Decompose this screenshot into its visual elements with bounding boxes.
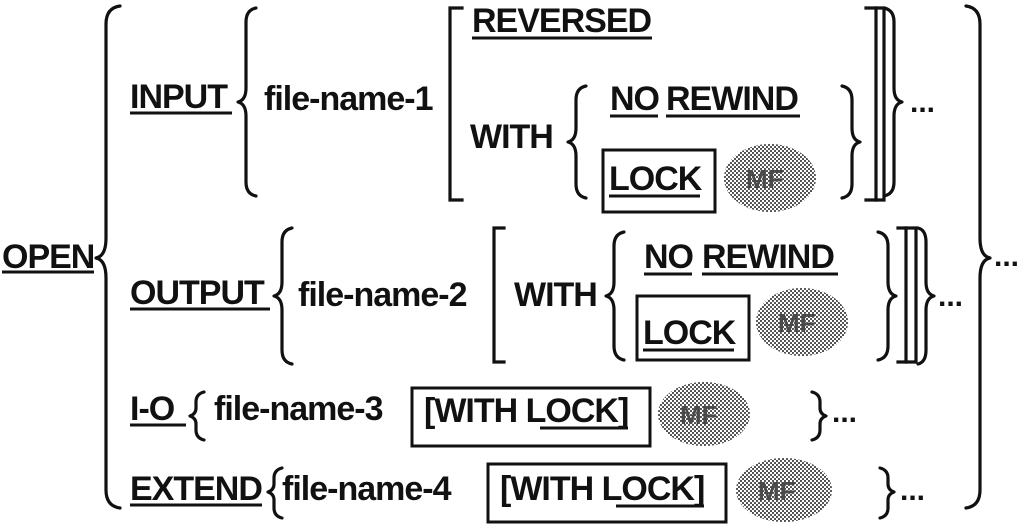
output-with-right-brace [876,230,898,362]
io-file-name: file-name-3 [214,390,383,428]
output-left-bracket [492,226,506,364]
extend-with-lock-clause: [WITH LOCK] [500,470,704,508]
output-right-bracket [896,226,908,364]
io-with-lock-close: ] [618,392,628,430]
output-lock-box [635,294,751,362]
output-right-bracket-outer [904,226,918,364]
input-with-right-brace [840,84,862,200]
input-left-bracket [448,6,464,202]
extend-mf-badge [736,458,832,522]
input-mf-label: MF [746,164,784,194]
output-file-name: file-name-2 [298,276,467,314]
output-with: WITH [514,276,597,314]
output-right-brace [916,226,936,366]
io-with-lock-box [410,386,652,448]
output-mf-badge [756,288,848,356]
output-mf-label: MF [778,308,816,338]
extend-keyword: EXTEND [130,470,262,508]
input-reversed: REVERSED [472,2,651,40]
input-lock-box [601,148,717,214]
input-file-name: file-name-1 [264,80,433,118]
extend-right-brace [878,466,896,520]
output-no: NO [644,238,694,276]
output-keyword: OUTPUT [130,274,265,312]
extend-with-lock-box [486,462,728,524]
io-left-brace [188,390,206,442]
outer-left-brace [94,4,122,510]
extend-with-lock-close: ] [694,470,704,508]
extend-left-brace [266,466,284,520]
output-left-brace [272,226,294,366]
output-lock: LOCK [643,314,737,352]
io-mf-label: MF [680,400,718,430]
io-mf-badge [658,382,750,446]
outer-right-brace [964,4,992,510]
input-lock: LOCK [609,160,703,198]
input-no: NO [610,80,660,118]
input-right-bracket-inner [864,6,878,202]
io-lock: LOCK [526,392,620,430]
extend-file-name: file-name-4 [282,470,452,508]
io-ellipsis: ... [832,396,857,429]
input-with: WITH [470,118,553,156]
io-with-lock-clause: [WITH LOCK] [424,392,628,430]
input-ellipsis: ... [910,86,935,119]
extend-with-lock-open: [WITH [500,470,602,508]
input-right-brace [882,6,904,198]
extend-lock: LOCK [602,470,696,508]
io-right-brace [810,390,828,442]
extend-ellipsis: ... [900,474,925,507]
open-keyword: OPEN [2,238,94,276]
extend-mf-label: MF [758,476,796,506]
input-keyword: INPUT [130,78,228,116]
io-with-lock-open: [WITH [424,392,526,430]
output-rewind: REWIND [702,238,834,276]
output-ellipsis: ... [938,280,963,313]
outer-ellipsis: ... [994,240,1019,273]
output-with-left-brace [604,230,626,362]
input-mf-badge [724,144,816,212]
input-left-brace [236,6,258,198]
input-rewind: REWIND [666,80,798,118]
io-keyword: I-O [130,390,175,428]
input-with-left-brace [566,84,588,200]
input-right-bracket-outer [874,6,886,202]
